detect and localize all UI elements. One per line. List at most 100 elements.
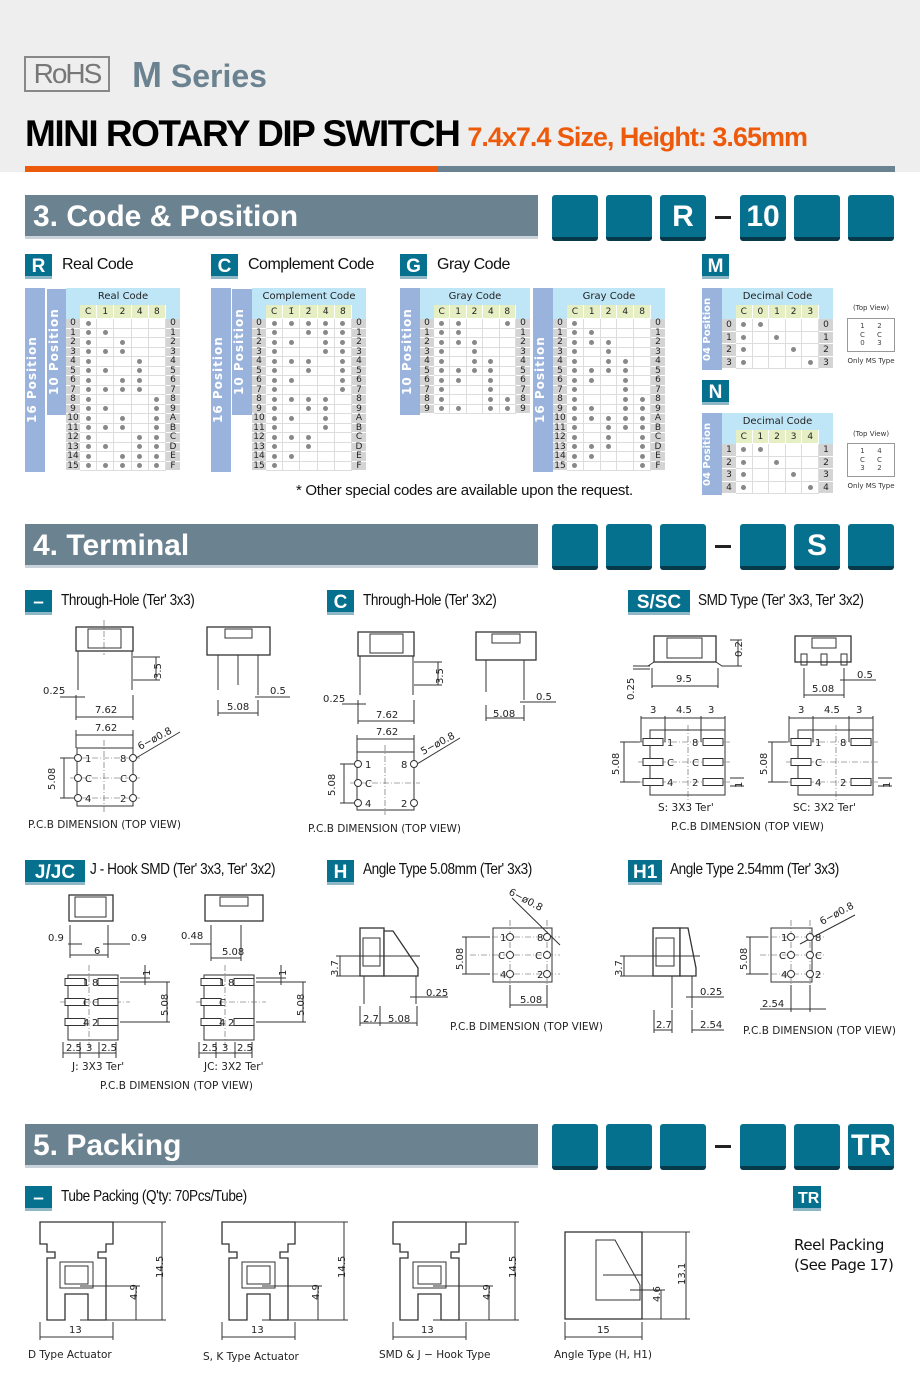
code-cell <box>266 338 284 348</box>
header-spacer <box>352 305 366 319</box>
pin-label: C <box>667 758 674 769</box>
code-cell <box>434 357 451 367</box>
pin-label: 8 <box>120 754 126 765</box>
special-codes-note: * Other special codes are available upon… <box>296 482 633 499</box>
row-hex-label: 5 <box>650 366 665 376</box>
code-cell <box>600 442 618 452</box>
contact-dot <box>85 330 91 336</box>
row-label: 15 <box>252 460 266 471</box>
pin-label: 2 <box>692 778 698 789</box>
code-cell <box>483 319 500 329</box>
contact-dot <box>572 358 578 364</box>
code-cell <box>634 347 651 357</box>
pin-label: C <box>815 758 822 769</box>
code-cell <box>483 338 500 348</box>
dim-label: 0.25 <box>323 694 345 705</box>
code-cell <box>266 404 284 414</box>
code-cell <box>466 395 484 405</box>
code-cell <box>583 338 601 348</box>
contact-dot <box>589 339 595 345</box>
title-underline-accent <box>25 166 438 172</box>
dim-label: 5.08 <box>812 684 834 695</box>
code-cell <box>600 376 618 386</box>
code-cell <box>567 414 584 424</box>
code-cell <box>600 452 618 462</box>
column-header: 0 <box>752 305 770 319</box>
contact-dot <box>154 453 160 459</box>
code-cell <box>769 456 786 469</box>
contact-dot <box>154 463 160 469</box>
row-label: 11 <box>553 422 567 433</box>
code-cell <box>80 395 98 405</box>
table-title: Gray Code <box>553 288 665 305</box>
code-cell <box>97 433 115 443</box>
dim-label: 3.7 <box>614 960 625 976</box>
code-cell <box>466 366 484 376</box>
code-cell <box>617 385 635 395</box>
column-header: 2 <box>466 305 484 319</box>
code-cell <box>450 347 467 357</box>
code-cell <box>752 456 770 469</box>
code-cell <box>266 452 284 462</box>
contact-dot <box>288 415 294 421</box>
pin-label: 2 <box>92 1018 98 1029</box>
part-code-box <box>606 524 652 570</box>
contact-dot <box>439 358 445 364</box>
code-cell <box>97 357 115 367</box>
contact-dot <box>471 349 477 355</box>
dim-label: 5.08 <box>493 709 515 720</box>
code-cell <box>97 404 115 414</box>
code-cell <box>131 338 149 348</box>
dim-label: 13 <box>69 1325 82 1336</box>
table-title: Real Code <box>66 288 180 305</box>
contact-dot <box>455 406 461 412</box>
smd-type-label: SMD Type (Ter' 3x3, Ter' 3x2) <box>698 592 864 609</box>
contact-dot <box>504 406 510 412</box>
part-code-box <box>660 524 706 570</box>
code-cell <box>466 385 484 395</box>
row-label: 7 <box>252 385 266 395</box>
code-cell <box>634 357 651 367</box>
contact-dot <box>119 415 125 421</box>
code-cell <box>300 347 318 357</box>
code-cell <box>131 357 149 367</box>
code-cell <box>97 385 115 395</box>
dim-label: 2.54 <box>762 999 784 1010</box>
badge-tube: – <box>25 1186 52 1211</box>
real-code-label: Real Code <box>62 256 134 273</box>
code-cell <box>300 433 318 443</box>
dim-label: 2.5 <box>237 1043 253 1054</box>
contact-dot <box>305 358 311 364</box>
contact-dot <box>119 463 125 469</box>
code-cell <box>300 395 318 405</box>
contact-dot <box>85 406 91 412</box>
contact-dot <box>305 368 311 374</box>
pin-label: 1 <box>781 933 787 944</box>
contact-dot <box>271 320 277 326</box>
row-hex-label: 8 <box>166 394 180 405</box>
row-label: 12 <box>252 432 266 443</box>
code-cell <box>97 328 115 338</box>
column-header: 4̄ <box>317 305 335 319</box>
row-label: 8 <box>252 394 266 405</box>
code-cell <box>450 319 467 329</box>
dim-label: 4.9 <box>311 1284 322 1300</box>
contact-dot <box>741 472 747 478</box>
row-hex-label: A <box>352 413 366 424</box>
code-cell <box>114 338 132 348</box>
code-cell <box>483 328 500 338</box>
code-cell <box>80 385 98 395</box>
code-cell <box>802 344 819 357</box>
row-label: 4 <box>66 356 80 367</box>
contact-dot <box>455 368 461 374</box>
table-title: Decimal Code <box>722 288 833 305</box>
code-cell <box>266 347 284 357</box>
header-spacer <box>66 305 80 319</box>
contact-dot <box>439 339 445 345</box>
code-cell <box>97 414 115 424</box>
dim-label: 0.5 <box>270 686 286 697</box>
code-cell <box>300 376 318 386</box>
dim-label: 0.25 <box>43 686 65 697</box>
dim-label: 14.5 <box>337 1256 348 1278</box>
